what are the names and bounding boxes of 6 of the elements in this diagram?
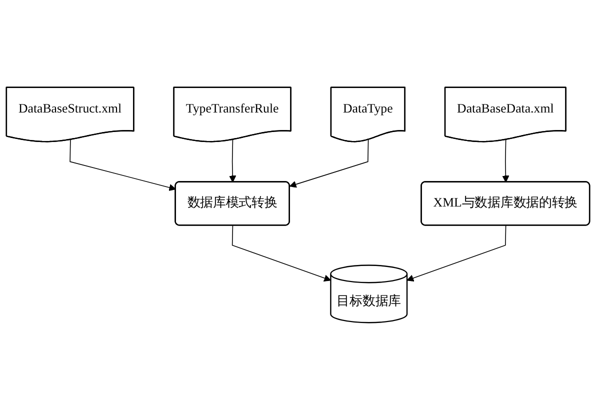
arrow — [502, 139, 510, 182]
arrow — [406, 225, 506, 282]
arrow — [289, 139, 369, 188]
arrow — [232, 225, 332, 282]
arrow — [70, 139, 176, 191]
arrow — [229, 139, 236, 182]
